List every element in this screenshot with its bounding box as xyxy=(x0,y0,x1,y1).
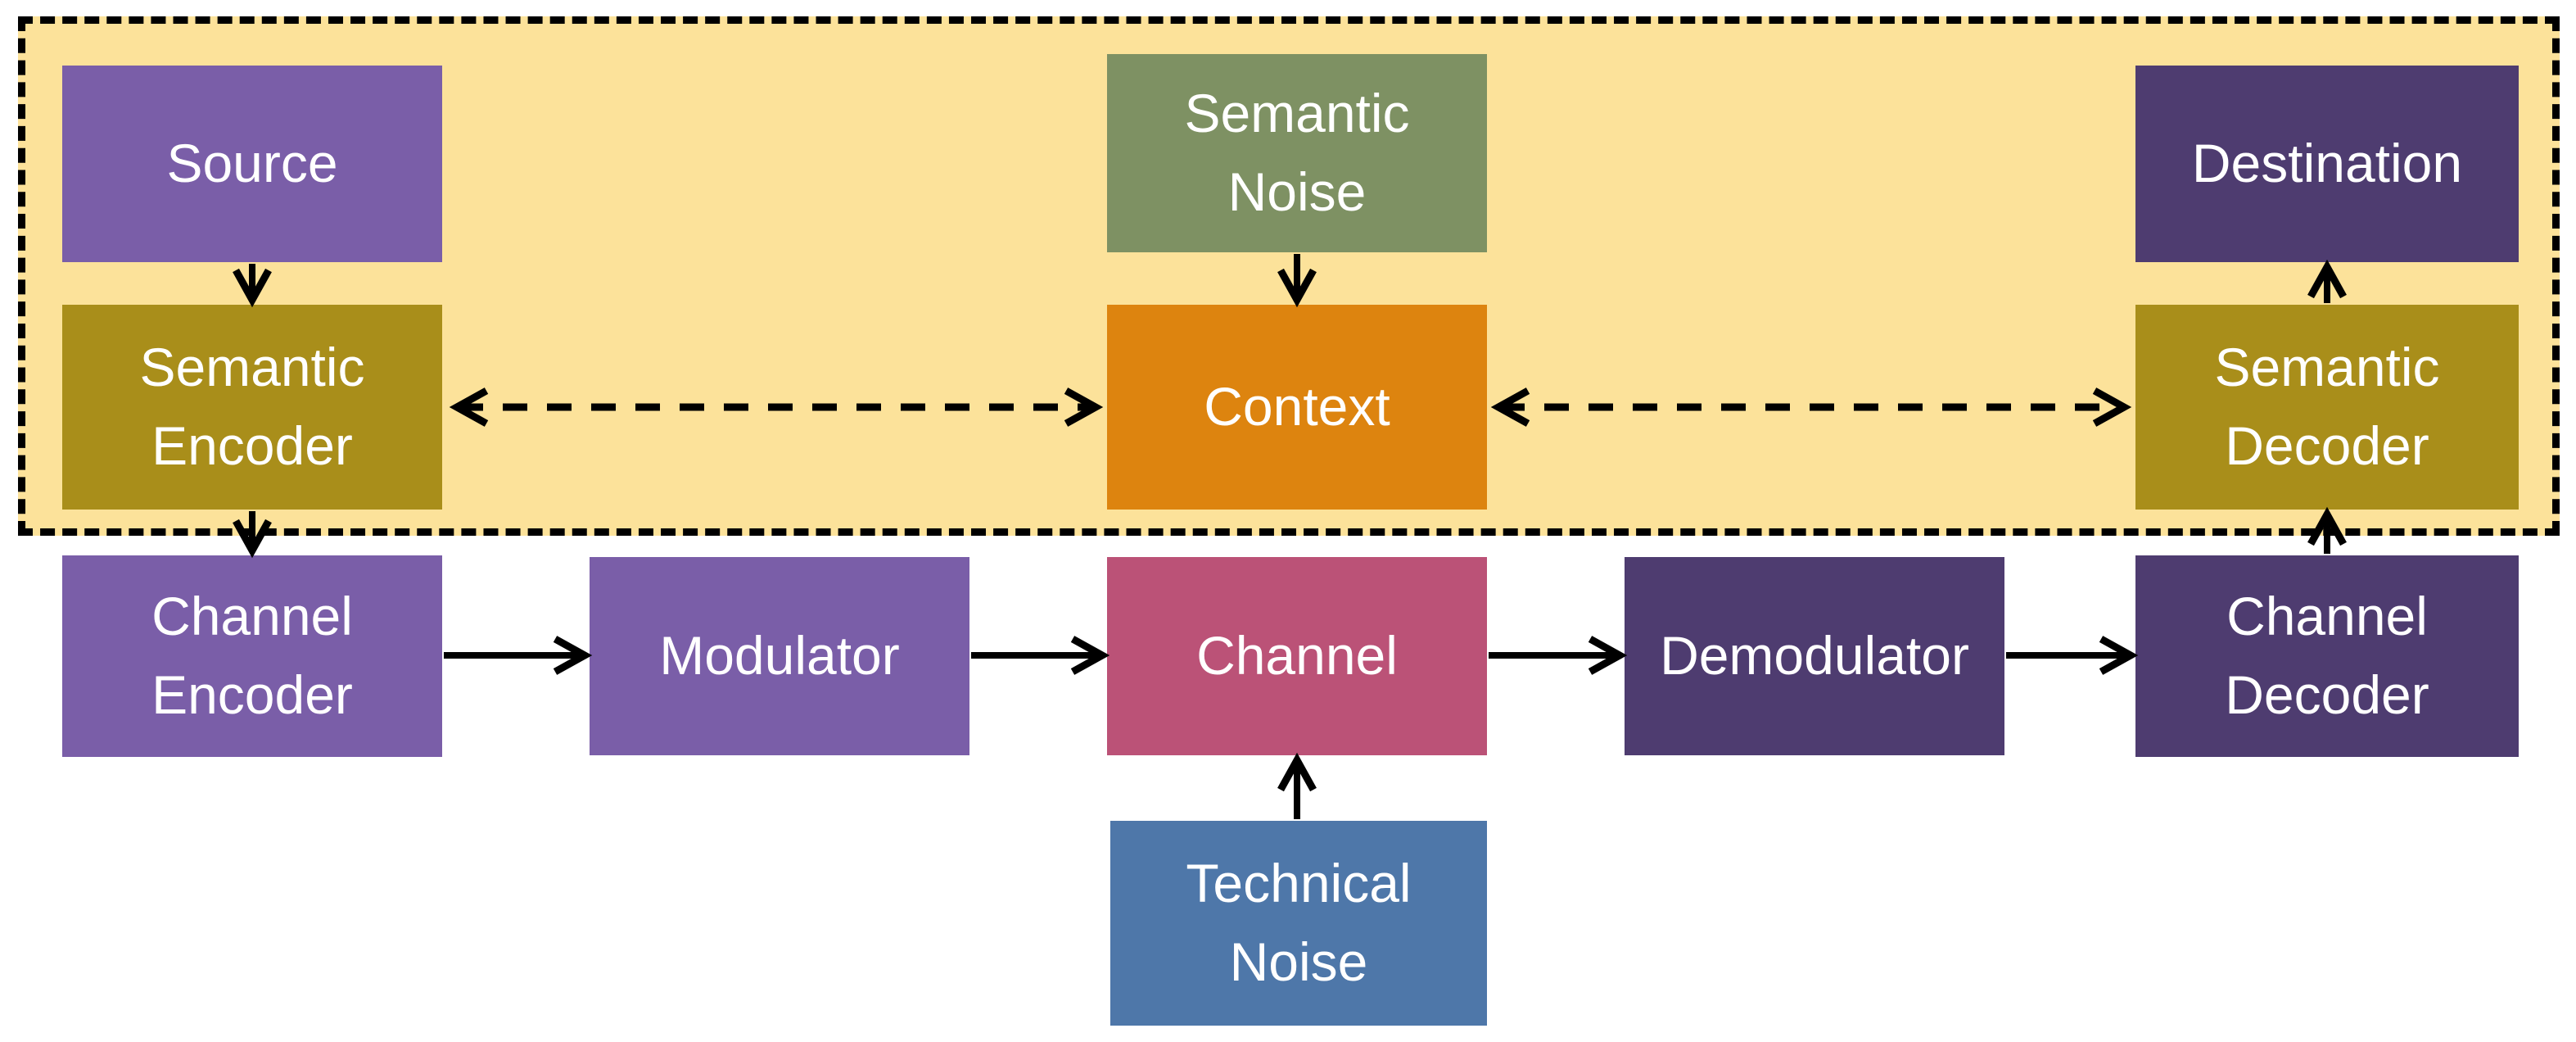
node-semantic-noise: Semantic Noise xyxy=(1107,54,1487,252)
node-channel-decoder-label: Channel Decoder xyxy=(2225,586,2429,725)
node-semantic-encoder-label: Semantic Encoder xyxy=(139,337,365,476)
node-technical-noise: Technical Noise xyxy=(1110,821,1487,1026)
node-demodulator: Demodulator xyxy=(1625,557,2004,755)
node-channel-decoder: Channel Decoder xyxy=(2135,555,2519,757)
node-source-label: Source xyxy=(166,133,338,194)
node-modulator: Modulator xyxy=(590,557,969,755)
node-destination-label: Destination xyxy=(2191,133,2463,194)
node-semantic-encoder: Semantic Encoder xyxy=(62,305,442,510)
node-context-label: Context xyxy=(1204,376,1390,437)
node-channel-encoder: Channel Encoder xyxy=(62,555,442,757)
node-semantic-noise-label: Semantic Noise xyxy=(1184,83,1410,222)
node-channel-encoder-label: Channel Encoder xyxy=(151,586,353,725)
node-technical-noise-label: Technical Noise xyxy=(1186,853,1412,992)
node-context: Context xyxy=(1107,305,1487,510)
node-destination: Destination xyxy=(2135,66,2519,262)
node-semantic-decoder-label: Semantic Decoder xyxy=(2214,337,2440,476)
node-modulator-label: Modulator xyxy=(659,625,900,686)
node-demodulator-label: Demodulator xyxy=(1660,625,1969,686)
node-semantic-decoder: Semantic Decoder xyxy=(2135,305,2519,510)
node-source: Source xyxy=(62,66,442,262)
node-channel-label: Channel xyxy=(1196,625,1398,686)
node-channel: Channel xyxy=(1107,557,1487,755)
